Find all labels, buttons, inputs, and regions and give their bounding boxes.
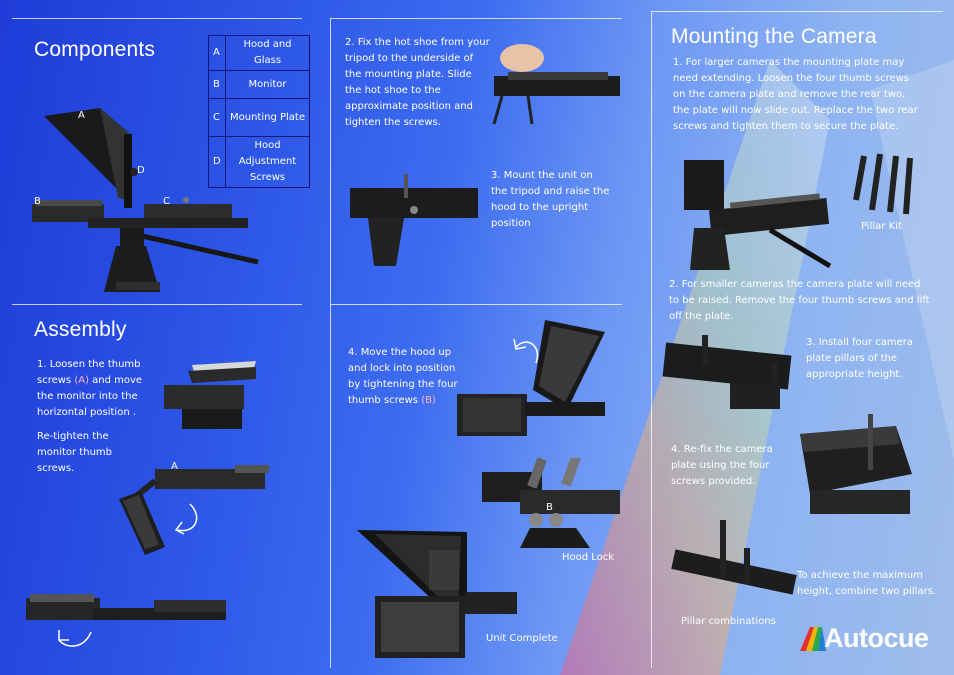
rotate-arrow-icon — [513, 338, 539, 364]
components-table: A Hood and Glass B Monitor C Mounting Pl… — [208, 35, 310, 188]
table-row: B Monitor — [208, 70, 310, 99]
assembly-step1-text-end: and move the monitor into the horizontal… — [37, 375, 143, 418]
assembly-title: Assembly — [34, 318, 127, 341]
mounting-step2: 2. For smaller cameras the camera plate … — [669, 279, 930, 322]
hotshoe-step3: 3. Mount the unit on the tripod and rais… — [491, 170, 610, 229]
autocue-logo-icon — [800, 627, 826, 651]
hotshoe-step2: 2. Fix the hot shoe from your tripod to … — [345, 37, 490, 128]
hood-step4-highlight: (B) — [421, 395, 436, 406]
mounting-step4: 4. Re-fix the camera plate using the fou… — [671, 444, 773, 487]
table-row: A Hood and Glass — [208, 35, 310, 71]
photo-label-a: A — [78, 110, 85, 121]
pillar-combinations-photo — [671, 520, 797, 595]
rotate-arrow-icon — [58, 630, 92, 647]
rule-vertical-mid — [330, 18, 331, 668]
photo-label-c: C — [163, 196, 170, 207]
hood-upright-photo — [457, 320, 605, 436]
photo-label-d: D — [137, 165, 145, 176]
rotate-arrow-icon — [174, 503, 198, 535]
pillar-kit-photo — [853, 153, 913, 215]
unit-complete-label: Unit Complete — [486, 633, 558, 644]
mounting-title: Mounting the Camera — [671, 25, 877, 48]
components-title: Components — [34, 38, 156, 61]
mounting-step1: 1. For larger cameras the mounting plate… — [673, 57, 918, 132]
unit-complete-photo — [357, 530, 517, 658]
component-value: Monitor — [225, 70, 310, 99]
assembly-step1: 1. Loosen the thumb screws (A) and move … — [37, 357, 145, 421]
rule-mid-left — [12, 304, 302, 305]
max-height-text: To achieve the maximum height, combine t… — [797, 570, 937, 597]
pillars-install-photo — [662, 335, 792, 409]
component-value: Hood Adjustment Screws — [225, 136, 310, 188]
assembly-step1b: Re-tighten the monitor thumb screws. — [37, 431, 112, 474]
component-key: A — [208, 35, 226, 71]
autocue-logo-text: Autocue — [824, 623, 929, 653]
rule-top-right — [651, 11, 943, 12]
assembly-step1-text: 1. Loosen the thumb screws — [37, 359, 141, 386]
hotshoe-photo — [492, 44, 620, 125]
pillar-combinations-label: Pillar combinations — [681, 616, 776, 627]
hood-photo-label-b: B — [546, 502, 553, 513]
rule-mid-mid — [330, 304, 622, 305]
teleprompter-components-photo — [32, 108, 259, 292]
camera-plate-refit-photo — [800, 414, 912, 514]
extended-plate-photo — [684, 160, 832, 270]
component-key: B — [208, 70, 226, 99]
assembly-step1-highlight: (A) — [74, 375, 89, 386]
component-value: Hood and Glass — [225, 35, 310, 71]
rule-top-left — [12, 18, 302, 19]
monitor-folding-photo — [119, 465, 269, 555]
mount-on-tripod-photo — [350, 174, 478, 266]
table-row: D Hood Adjustment Screws — [208, 136, 310, 188]
pillar-kit-label: Pillar Kit — [861, 221, 902, 232]
monitor-down-photo — [26, 594, 226, 620]
rule-top-mid — [330, 18, 622, 19]
mounting-step3: 3. Install four camera plate pillars of … — [806, 337, 914, 380]
assembly-photo-label-a: A — [171, 461, 178, 472]
monitor-horizontal-photo — [164, 361, 256, 429]
hood-step4: 4. Move the hood up and lock into positi… — [348, 345, 458, 409]
photo-label-b: B — [34, 196, 41, 207]
hood-lock-label: Hood Lock — [562, 552, 615, 563]
hood-lock-photo — [482, 458, 620, 548]
hood-step4-text: 4. Move the hood up and lock into positi… — [348, 347, 458, 406]
rule-vertical-right — [651, 11, 652, 668]
